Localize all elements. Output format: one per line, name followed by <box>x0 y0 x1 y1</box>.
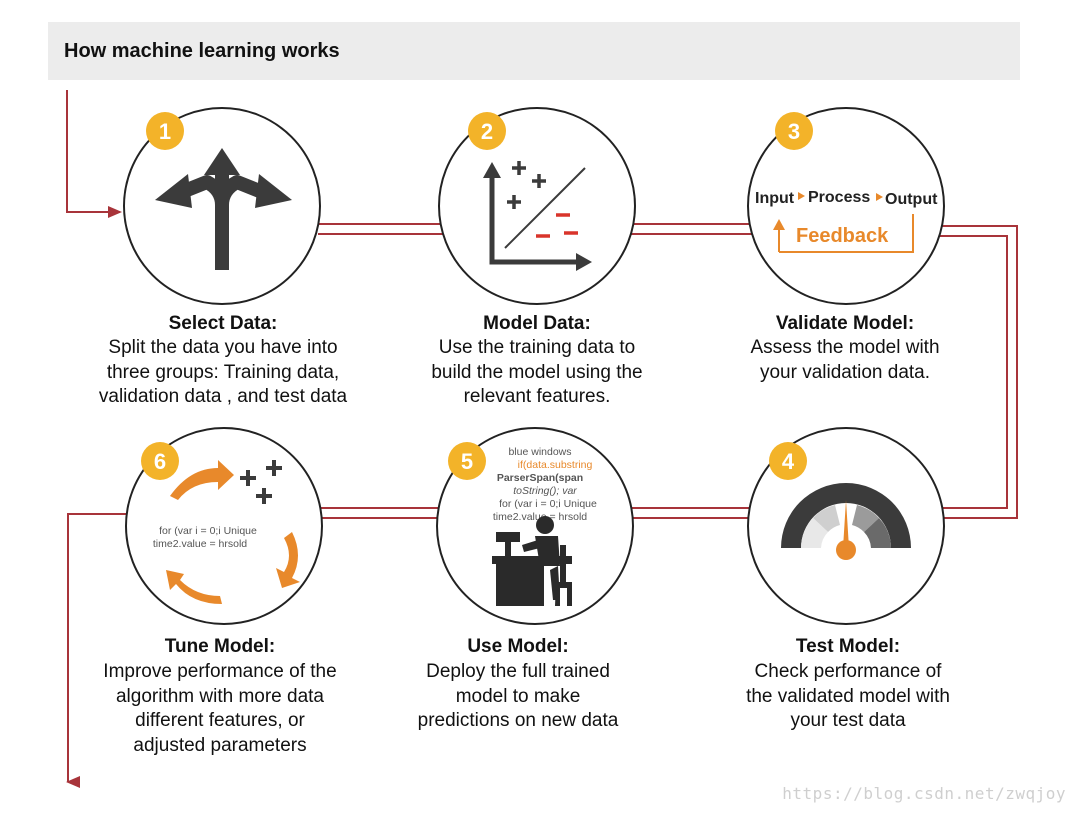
exit-arrow <box>66 513 130 788</box>
flow-connectors <box>66 90 1018 788</box>
feedback-label: Feedback <box>796 225 889 247</box>
step-2-title: Model Data: <box>483 313 591 334</box>
step-6-title: Tune Model: <box>164 636 276 657</box>
gauge-icon <box>781 483 911 560</box>
page-title: How machine learning works <box>64 40 340 62</box>
step-3-badge: 3 <box>775 112 813 150</box>
feedback-loop-icon: Input Process Output Feedback <box>755 189 938 253</box>
step-1-title: Select Data: <box>168 313 278 334</box>
step-5-circle <box>436 427 634 625</box>
cycle-arrows-icon: for (var i = 0;i Unique time2.value = hr… <box>153 460 300 604</box>
step-2-circle <box>438 107 636 305</box>
step-2-badge: 2 <box>468 112 506 150</box>
code-line-2: if(data.substring <box>518 459 593 471</box>
right-loop-outer <box>940 225 1018 519</box>
scatter-plot-icon <box>483 161 592 271</box>
step-4-title: Test Model: <box>795 636 901 657</box>
output-label: Output <box>885 191 938 208</box>
code-line-6: time2.value = hrsold <box>493 511 587 523</box>
code-line-4: toString(); var <box>513 485 577 497</box>
person-at-computer-icon: blue windows if(data.substring ParserSpa… <box>492 446 597 606</box>
step-3-circle <box>747 107 945 305</box>
step-5-title: Use Model: <box>467 636 569 657</box>
step-3-title: Validate Model: <box>775 313 915 334</box>
step-4-number: 4 <box>782 449 795 474</box>
code-line-3: ParserSpan(span <box>497 472 583 484</box>
step-2-number: 2 <box>481 119 493 144</box>
step-4-badge: 4 <box>769 442 807 480</box>
step-6-badge: 6 <box>141 442 179 480</box>
input-label: Input <box>755 190 795 207</box>
step-1-number: 1 <box>159 119 171 144</box>
step-6-number: 6 <box>154 449 166 474</box>
step-5-badge: 5 <box>448 442 486 480</box>
step-5-number: 5 <box>461 449 473 474</box>
tune-code-line-2: time2.value = hrsold <box>153 538 247 550</box>
step-3-number: 3 <box>788 119 800 144</box>
process-label: Process <box>808 189 870 206</box>
right-loop-inner <box>940 235 1008 509</box>
split-arrow-icon <box>179 170 265 270</box>
watermark: https://blog.csdn.net/zwqjoy <box>782 784 1066 803</box>
entry-arrow <box>66 90 122 218</box>
tune-code-line-1: for (var i = 0;i Unique <box>159 525 257 537</box>
code-line-1: blue windows <box>508 446 571 458</box>
code-line-5: for (var i = 0;i Unique <box>499 498 597 510</box>
step-1-badge: 1 <box>146 112 184 150</box>
badges: 1 2 3 4 5 6 <box>141 112 813 480</box>
header-bar: How machine learning works <box>48 22 1020 80</box>
